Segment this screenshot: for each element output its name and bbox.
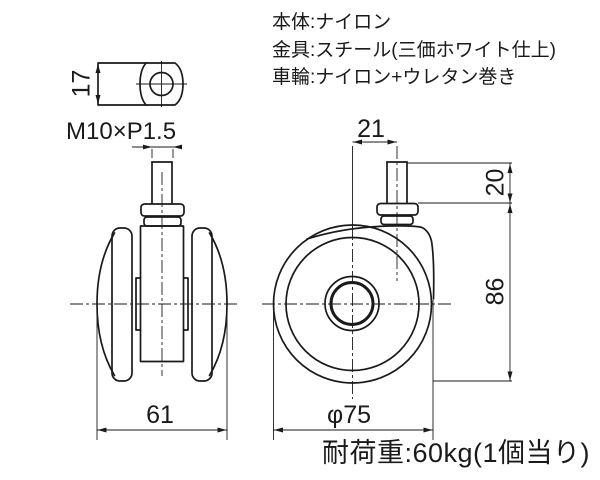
dimension-diameter-75 <box>273 300 434 440</box>
dimension-width-61 <box>96 313 228 440</box>
dimension-offset-21 <box>352 139 397 145</box>
side-view-caster <box>262 146 452 399</box>
dimension-thread <box>132 144 182 158</box>
dim-mount-height: 86 <box>481 277 510 306</box>
material-specs: 本体:ナイロン 金具:スチール(三価ホワイト仕上) 車輪:ナイロン+ウレタン巻き <box>272 9 556 92</box>
dim-nut-across-flats: 17 <box>67 69 96 98</box>
spec-fitting: 金具:スチール(三価ホワイト仕上) <box>272 39 556 61</box>
dim-stem-offset: 21 <box>357 115 385 143</box>
dim-wheel-width: 61 <box>146 401 174 429</box>
dimension-heights <box>407 162 513 382</box>
top-view-stem <box>95 61 187 107</box>
spec-wheel: 車輪:ナイロン+ウレタン巻き <box>272 67 517 88</box>
front-view-caster <box>70 161 237 382</box>
load-rating-label: 耐荷重:60kg(1個当り) <box>322 438 591 468</box>
dim-wheel-diameter: φ75 <box>326 401 372 429</box>
spec-body: 本体:ナイロン <box>272 12 392 33</box>
body-hood-outline <box>306 225 435 300</box>
thread-label: M10×P1.5 <box>66 118 177 145</box>
dim-stem-length: 20 <box>481 168 510 197</box>
